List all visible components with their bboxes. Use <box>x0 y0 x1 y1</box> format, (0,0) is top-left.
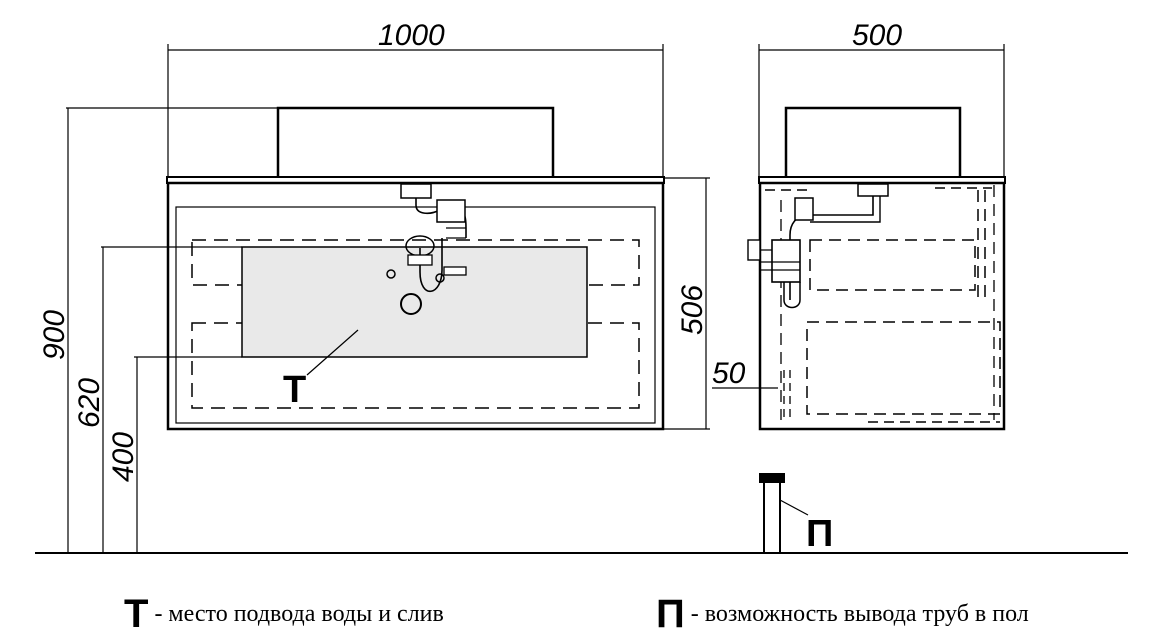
siphon-top <box>400 183 432 199</box>
side-depth-dimension <box>758 44 1005 178</box>
legend-p-symbol: П <box>656 592 685 636</box>
legend-p: П - возможность вывода труб в пол <box>656 590 1029 638</box>
legend-t: Т - место подвода воды и слив <box>124 590 444 638</box>
drain-height-label: 400 <box>107 432 140 482</box>
height-dimensions <box>66 107 278 553</box>
side-drawer-upper <box>809 239 976 291</box>
t-marker: Т <box>283 369 306 411</box>
drain-outlet <box>400 293 422 315</box>
total-height-label: 900 <box>38 310 71 360</box>
side-drawer-lower <box>806 321 1001 415</box>
side-cabinet <box>758 181 1006 431</box>
front-width-label: 1000 <box>378 19 445 52</box>
water-outlet-small <box>386 269 396 279</box>
p-marker: П <box>806 513 833 555</box>
cabinet-height-label: 506 <box>676 285 709 335</box>
inlet-height-label: 620 <box>73 378 106 428</box>
front-view <box>166 106 665 431</box>
side-depth-label: 500 <box>852 19 902 52</box>
side-view <box>747 106 1006 431</box>
pipe-offset-label: 50 <box>712 357 746 390</box>
front-basin <box>276 106 555 180</box>
front-cabinet <box>166 181 665 431</box>
legend-p-text: - возможность вывода труб в пол <box>690 600 1029 627</box>
side-basin <box>784 106 962 180</box>
t-leader <box>306 329 359 376</box>
floor-pipe <box>759 473 809 554</box>
front-width-dimension <box>167 44 664 178</box>
legend-t-text: - место подвода воды и слив <box>154 600 444 627</box>
cabinet-height-dimension <box>663 177 710 430</box>
legend-t-symbol: Т <box>124 592 149 636</box>
